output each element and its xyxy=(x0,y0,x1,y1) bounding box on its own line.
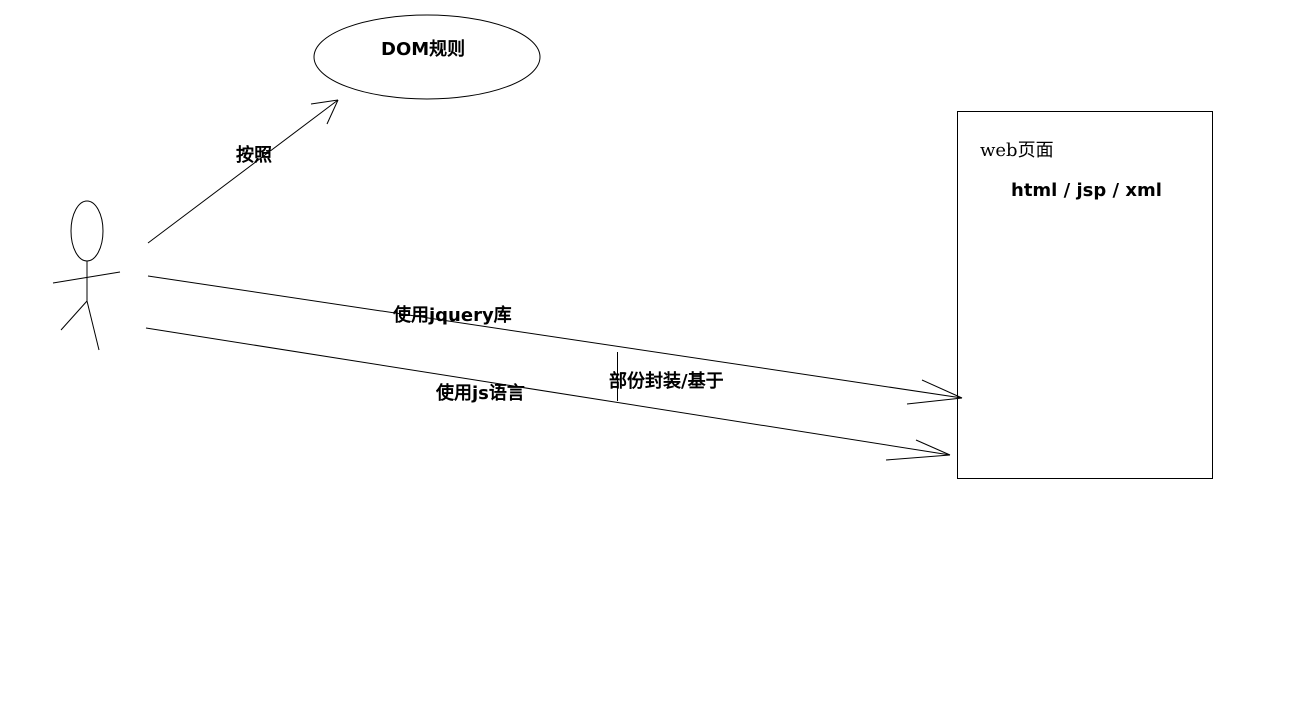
dom-rules-label: DOM规则 xyxy=(381,39,466,60)
actor-arms xyxy=(52,271,121,284)
use-jquery-label: 使用jquery库 xyxy=(393,305,512,326)
actor-right-leg xyxy=(86,300,100,351)
arrow-use-js xyxy=(145,327,951,461)
actor-head xyxy=(70,200,104,262)
relation-label: 部份封装/基于 xyxy=(609,371,724,392)
follow-label: 按照 xyxy=(236,145,272,166)
web-page-content: html / jsp / xml xyxy=(1011,180,1162,201)
web-page-title: web页面 xyxy=(980,140,1054,161)
actor-left-leg xyxy=(60,300,88,331)
use-js-label: 使用js语言 xyxy=(436,383,525,404)
dom-rules-ellipse xyxy=(313,14,541,100)
arrow-follow xyxy=(147,99,339,244)
actor-stick-figure xyxy=(52,200,121,351)
web-page-box xyxy=(957,111,1213,479)
arrow-use-jquery xyxy=(147,275,963,405)
